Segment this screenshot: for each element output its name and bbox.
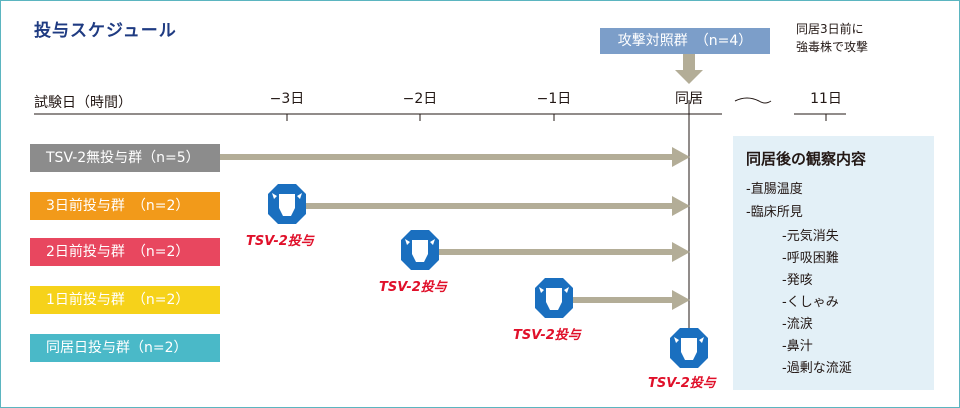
observation-subitem: -過剰な流涎 [782,361,852,376]
observation-subitem: -呼吸困難 [782,251,839,266]
observation-subitem: -発咳 [782,273,813,288]
arrow-3day [300,203,674,209]
tick-minus1: −1日 [536,91,572,107]
control-group-note: 同居3日前に 強毒株で攻撃 [796,20,868,56]
group-no-dose: TSV-2無投与群（n=5） [30,144,220,172]
badge-icon-2day [401,230,439,270]
arrow-1day-head [672,290,690,310]
tick-minus3: −3日 [269,91,305,107]
group-sameday: 同居日投与群（n=2） [30,334,220,362]
control-note-line2: 強毒株で攻撃 [796,40,869,54]
arrow-2day-head [672,242,690,262]
badge-label-sameday: TSV-2投与 [648,376,716,391]
axis-break-mark [734,97,772,104]
observation-subitem: -元気消失 [782,229,839,244]
control-group-box: 攻撃対照群 （n=4） [600,28,770,54]
tick-cohabitation: 同居 [675,91,703,107]
control-arrow-shaft [683,54,695,72]
badge-icon-sameday [670,328,708,368]
group-1day: 1日前投与群 （n=2） [30,286,220,314]
tick-minus2: −2日 [402,91,438,107]
observation-title: 同居後の観察内容 [746,150,867,168]
observation-panel [733,136,934,390]
badge-label-1day: TSV-2投与 [513,328,581,343]
arrow-1day [567,297,674,303]
diagram-title: 投与スケジュール [34,21,177,41]
observation-item: -臨床所見 [746,205,803,220]
observation-item: -直腸温度 [746,182,803,197]
group-2day: 2日前投与群 （n=2） [30,238,220,266]
badge-label-3day: TSV-2投与 [246,234,314,249]
badge-label-2day: TSV-2投与 [379,280,447,295]
badge-icon-1day [535,278,573,318]
arrow-3day-head [672,196,690,216]
arrow-2day [433,249,674,255]
tick-day11: 11日 [810,91,842,107]
timeline-label: 試験日（時間） [34,95,132,111]
observation-subitem: -流涙 [782,317,813,332]
group-3day: 3日前投与群 （n=2） [30,192,220,220]
observation-subitem: -くしゃみ [782,295,839,310]
observation-subitem: -鼻汁 [782,339,813,354]
control-note-line1: 同居3日前に [796,22,864,36]
arrow-no-dose-head [672,147,690,167]
badge-icon-3day [268,184,306,224]
arrow-no-dose [220,154,674,160]
group-arrows [220,147,690,310]
control-arrow-head [675,70,703,84]
